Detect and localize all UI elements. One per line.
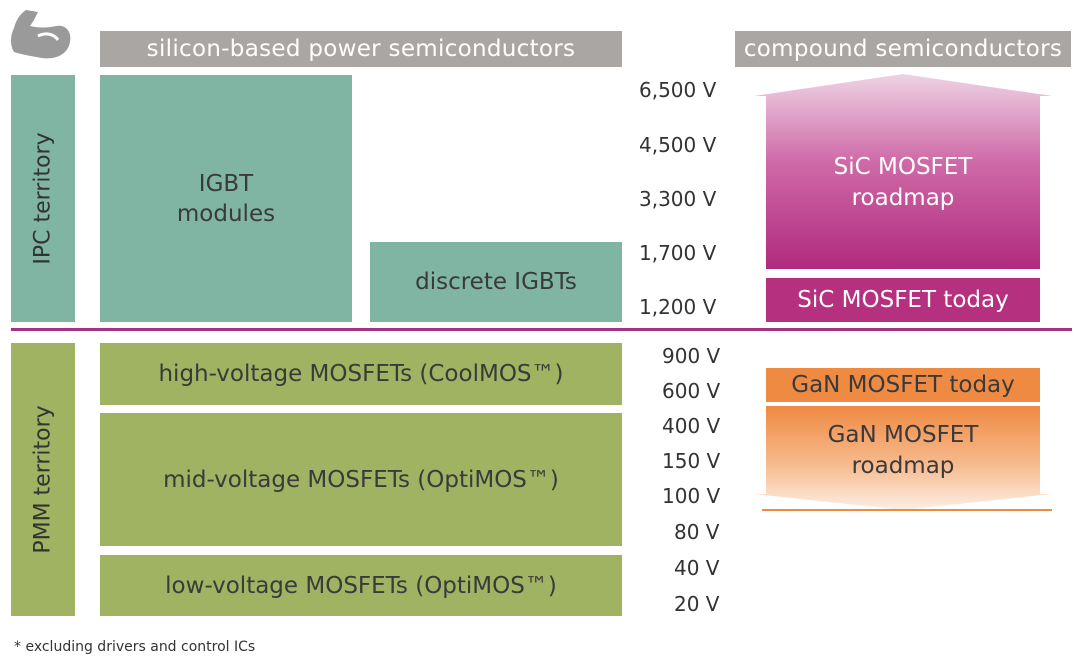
hv-mosfets-box: high-voltage MOSFETs (CoolMOS™) (100, 343, 622, 405)
voltage-tick: 100 V (662, 484, 721, 508)
mv-mosfets-label: mid-voltage MOSFETs (OptiMOS™) (163, 466, 559, 493)
pmm-territory-bar: PMM territory (11, 343, 75, 616)
voltage-tick: 80 V (674, 520, 720, 544)
sic-roadmap-line1: SiC MOSFET (833, 154, 973, 180)
voltage-tick: 600 V (662, 379, 721, 403)
mv-mosfets-box: mid-voltage MOSFETs (OptiMOS™) (100, 413, 622, 546)
voltage-tick: 20 V (674, 592, 720, 616)
discrete-igbts-box: discrete IGBTs (370, 242, 622, 322)
flexed-arm-icon (8, 6, 74, 64)
lv-mosfets-label: low-voltage MOSFETs (OptiMOS™) (165, 572, 557, 599)
voltage-tick: 150 V (662, 449, 721, 473)
gan-today-label: GaN MOSFET today (791, 371, 1015, 398)
gan-roadmap-line1: GaN MOSFET (827, 422, 979, 448)
sic-roadmap-line2: roadmap (851, 185, 955, 211)
voltage-tick: 1,700 V (639, 241, 717, 265)
igbt-modules-box: IGBT modules (100, 75, 352, 322)
voltage-tick: 40 V (674, 556, 720, 580)
gan-roadmap-line2: roadmap (851, 453, 955, 479)
sic-today-label: SiC MOSFET today (797, 286, 1009, 313)
footnote: * excluding drivers and control ICs (14, 639, 256, 655)
sic-roadmap-arrow: SiC MOSFET roadmap (754, 74, 1052, 269)
igbt-modules-line1: IGBT (198, 170, 254, 197)
pmm-territory-label: PMM territory (30, 405, 56, 554)
gan-roadmap-arrow: GaN MOSFET roadmap (754, 406, 1052, 512)
gan-today-box: GaN MOSFET today (766, 368, 1040, 402)
sic-today-box: SiC MOSFET today (766, 278, 1040, 322)
ipc-territory-bar: IPC territory (11, 75, 75, 322)
ipc-territory-label: IPC territory (30, 132, 56, 265)
voltage-tick: 3,300 V (639, 187, 717, 211)
igbt-modules-line2: modules (176, 200, 276, 227)
header-silicon: silicon-based power semiconductors (100, 31, 622, 67)
hv-mosfets-label: high-voltage MOSFETs (CoolMOS™) (158, 361, 564, 387)
voltage-tick: 400 V (662, 414, 721, 438)
discrete-igbts-label: discrete IGBTs (415, 269, 577, 295)
voltage-tick: 900 V (662, 344, 721, 368)
territory-divider (11, 328, 1072, 331)
lv-mosfets-box: low-voltage MOSFETs (OptiMOS™) (100, 555, 622, 616)
header-compound: compound semiconductors (735, 31, 1071, 67)
voltage-tick: 4,500 V (639, 133, 717, 157)
voltage-tick: 6,500 V (639, 78, 717, 102)
voltage-tick: 1,200 V (639, 295, 717, 319)
